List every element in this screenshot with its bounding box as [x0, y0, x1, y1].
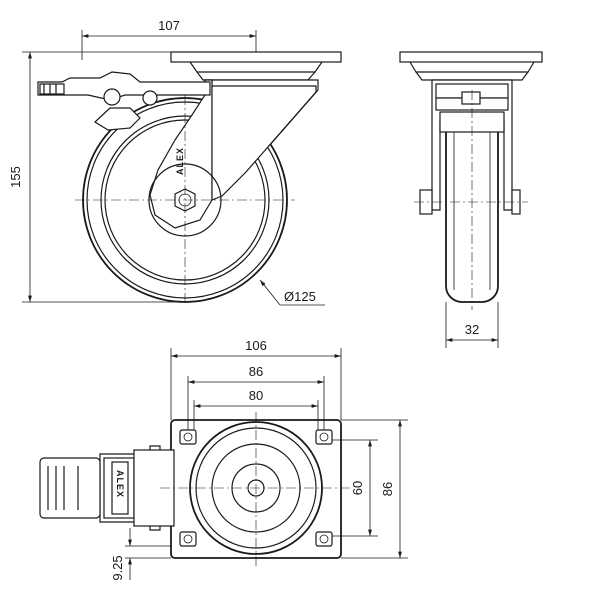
- side-logo: ALEX: [175, 147, 185, 175]
- side-brake-lever: [37, 71, 211, 101]
- side-dimensions: 107 155 Ø125: [8, 18, 325, 306]
- side-top-plate: [170, 51, 342, 63]
- front-view: [399, 51, 543, 310]
- bolt-slot-bl: [179, 531, 197, 547]
- dim-bolt-spacing-y: 60: [350, 481, 365, 495]
- dim-edge-offset: 9.25: [110, 555, 125, 580]
- top-dimensions: 106 86 80 60 86 9.25: [110, 338, 408, 581]
- bolt-slot-br: [315, 531, 333, 547]
- front-dimensions: 32: [445, 302, 499, 348]
- dim-plate-inner-width: 86: [249, 364, 263, 379]
- front-top-plate: [399, 51, 543, 63]
- dim-side-width: 107: [158, 18, 180, 33]
- dim-plate-inner-height: 86: [380, 482, 395, 496]
- top-logo: ALEX: [115, 470, 125, 498]
- dim-side-height: 155: [8, 166, 23, 188]
- dim-wheel-diameter: Ø125: [284, 289, 316, 304]
- dim-plate-width: 106: [245, 338, 267, 353]
- side-view: ALEX: [37, 51, 342, 305]
- dim-bolt-spacing-x: 80: [249, 388, 263, 403]
- dim-wheel-width: 32: [465, 322, 479, 337]
- top-view: ALEX: [39, 412, 350, 566]
